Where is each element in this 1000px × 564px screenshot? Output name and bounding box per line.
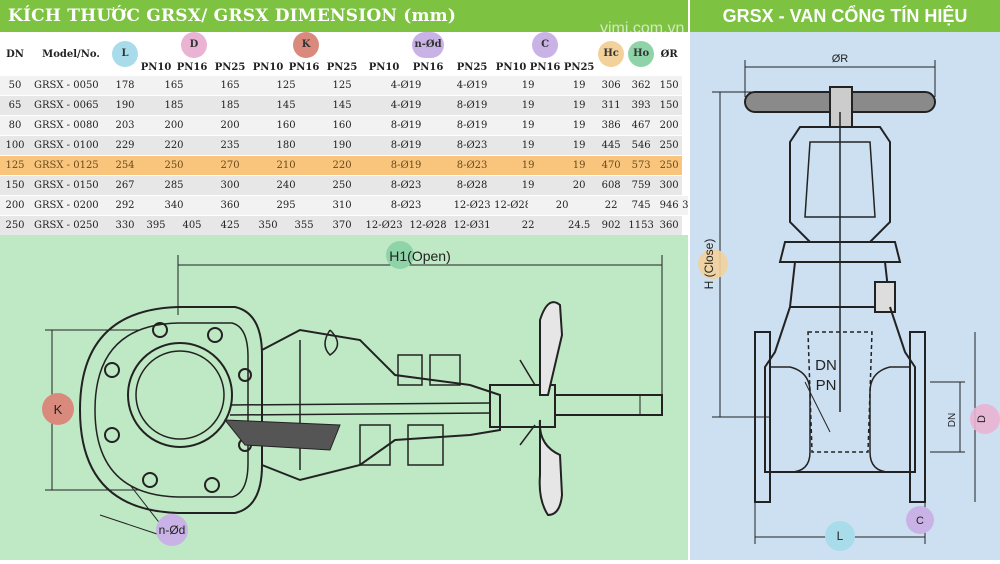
header-pn25: PN25 <box>456 61 488 73</box>
header-pn25: PN25 <box>326 61 358 73</box>
table-row: 100 GRSX - 0100 229 220 235 180 190 8-Ø1… <box>0 135 688 156</box>
header-pn10: PN10 <box>140 61 172 73</box>
header-ho: Ho <box>626 32 656 76</box>
h-label: H (Close) <box>702 239 716 290</box>
header-or: ØR <box>660 48 678 60</box>
k-marker <box>42 393 74 425</box>
l-bubble: L <box>112 41 138 67</box>
front-view-svg: ØR H (Close) DN PN DN D C L <box>698 53 1000 551</box>
d-marker <box>970 404 1000 434</box>
k-bubble: K <box>293 32 320 58</box>
l-marker <box>825 521 855 551</box>
c-marker <box>906 506 934 534</box>
h1-marker <box>386 241 414 269</box>
table-row: 150 GRSX - 0150 267 285 300 240 250 8-Ø2… <box>0 175 688 196</box>
nod-bubble: n-Ød <box>412 32 445 58</box>
l-label: L <box>837 529 844 543</box>
dimension-table: DN Model/No. L D K n-Ød C Hc Ho ØR PN10 … <box>0 32 688 236</box>
header-pn10: PN10 <box>252 61 284 73</box>
h-marker <box>698 249 728 279</box>
header-dn: DN <box>6 48 24 60</box>
dimension-table-title: KÍCH THƯỚC GRSX/ GRSX DIMENSION (mm) <box>0 0 688 32</box>
header-hc: Hc <box>596 32 626 76</box>
hc-bubble: Hc <box>598 41 625 67</box>
header-d: D <box>138 32 250 58</box>
ho-bubble: Ho <box>628 41 655 67</box>
k-label: K <box>54 402 63 417</box>
dn-inner-label: DN <box>815 357 837 374</box>
header-pn16: PN16 <box>529 61 561 73</box>
header-pn25: PN25 <box>214 61 246 73</box>
or-label: ØR <box>832 53 849 65</box>
table-row: 65 GRSX - 0065 190 185 185 145 145 4-Ø19… <box>0 95 688 116</box>
table-row: 80 GRSX - 0080 203 200 200 160 160 8-Ø19… <box>0 115 688 136</box>
front-view-drawing: ØR H (Close) DN PN DN D C L <box>690 32 1000 560</box>
header-nod: n-Ød <box>362 32 494 58</box>
watermark: yimi.com.vn <box>600 20 685 37</box>
header-k: K <box>250 32 362 58</box>
nod-label: n-Ød <box>159 523 186 537</box>
header-pn16: PN16 <box>288 61 320 73</box>
table-row-highlighted: 125 GRSX - 0125 254 250 270 210 220 8-Ø1… <box>0 155 688 176</box>
d-bubble: D <box>181 32 208 58</box>
product-title: GRSX - VAN CỔNG TÍN HIỆU <box>690 0 1000 32</box>
table-row: 200 GRSX - 0200 292 340 360 295 310 8-Ø2… <box>0 195 688 216</box>
header-pn10: PN10 <box>495 61 527 73</box>
panel-divider <box>688 0 690 560</box>
c-label: C <box>916 515 924 527</box>
top-view-svg: H1(Open) K n-Ød <box>42 241 663 546</box>
table-row: 50 GRSX - 0050 178 165 165 125 125 4-Ø19… <box>0 76 688 96</box>
top-view-drawing: H1(Open) K n-Ød <box>0 235 688 560</box>
c-bubble: C <box>532 32 559 58</box>
table-subheader-row: PN10 PN16 PN25 PN10 PN16 PN25 PN10 PN16 … <box>0 58 688 76</box>
table-header-row: DN Model/No. L D K n-Ød C Hc Ho ØR <box>0 32 688 67</box>
dn-dimension-label: DN <box>947 413 958 427</box>
nod-marker <box>156 514 188 546</box>
d-label: D <box>976 415 988 423</box>
header-l: L <box>112 32 138 76</box>
table-row: 250 GRSX - 0250 330 395 405 425 350 355 … <box>0 215 688 236</box>
pn-inner-label: PN <box>816 377 837 394</box>
header-pn25: PN25 <box>563 61 595 73</box>
header-model: Model/No. <box>42 48 100 60</box>
header-pn16: PN16 <box>412 61 444 73</box>
header-pn10: PN10 <box>368 61 400 73</box>
header-c: C <box>494 32 596 58</box>
h1-label: H1(Open) <box>389 248 450 264</box>
header-pn16: PN16 <box>176 61 208 73</box>
